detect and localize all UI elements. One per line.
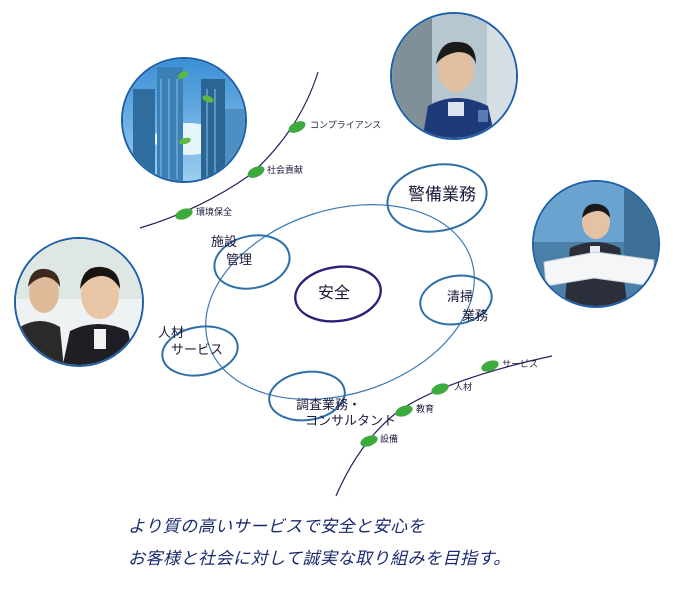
security-guard-photo bbox=[390, 12, 518, 140]
shisetsu-label-1: 施設 bbox=[211, 235, 238, 250]
branch-bottom-label-service: サービス bbox=[502, 360, 539, 370]
tagline-line-1: より質の高いサービスで安全と安心を bbox=[128, 517, 426, 537]
jinzai-label-1: 人材 bbox=[158, 326, 185, 341]
leaf-kyouiku bbox=[395, 405, 413, 417]
chousa-label-2: コンサルタント bbox=[305, 414, 397, 429]
shisetsu-ring bbox=[213, 234, 291, 290]
branch-top-label-shakai: 社会貢献 bbox=[267, 166, 304, 176]
chousa-ring bbox=[268, 370, 346, 422]
keibi-ring bbox=[386, 163, 488, 233]
center-label: 安全 bbox=[318, 283, 351, 302]
seisou-label-1: 清掃 bbox=[447, 290, 474, 305]
city-buildings-photo bbox=[121, 57, 247, 183]
branch-top-label-compliance: コンプライアンス bbox=[310, 121, 382, 131]
branch-bottom-label-kyouiku: 教育 bbox=[416, 405, 435, 415]
top-branch-line bbox=[139, 71, 319, 229]
center-ring bbox=[294, 265, 382, 323]
businessman-blueprint-photo bbox=[532, 180, 660, 308]
tagline-line-2: お客様と社会に対して誠実な取り組みを目指す。 bbox=[128, 549, 511, 569]
leaf-service bbox=[481, 360, 499, 372]
orbit-ellipse bbox=[205, 204, 475, 400]
branch-bottom-label-setsubi: 設備 bbox=[380, 435, 399, 445]
two-businessmen-photo bbox=[14, 237, 144, 367]
seisou-label-2: 業務 bbox=[462, 309, 489, 324]
leaf-setsubi bbox=[360, 435, 378, 447]
seisou-ring bbox=[419, 274, 493, 326]
jinzai-label-2: サービス bbox=[171, 343, 224, 358]
keibi-label: 警備業務 bbox=[408, 185, 476, 205]
chousa-label-1: 調査業務・ bbox=[296, 398, 362, 413]
shisetsu-label-2: 管理 bbox=[226, 253, 253, 268]
jinzai-ring bbox=[161, 325, 239, 377]
leaf-kankyou bbox=[175, 208, 193, 220]
leaf-jinzai bbox=[431, 383, 449, 395]
leaf-compliance bbox=[288, 121, 306, 133]
branch-bottom-label-jinzai: 人材 bbox=[454, 383, 473, 393]
branch-top-label-kankyou: 環境保全 bbox=[196, 208, 233, 218]
leaf-shakai bbox=[247, 166, 265, 178]
